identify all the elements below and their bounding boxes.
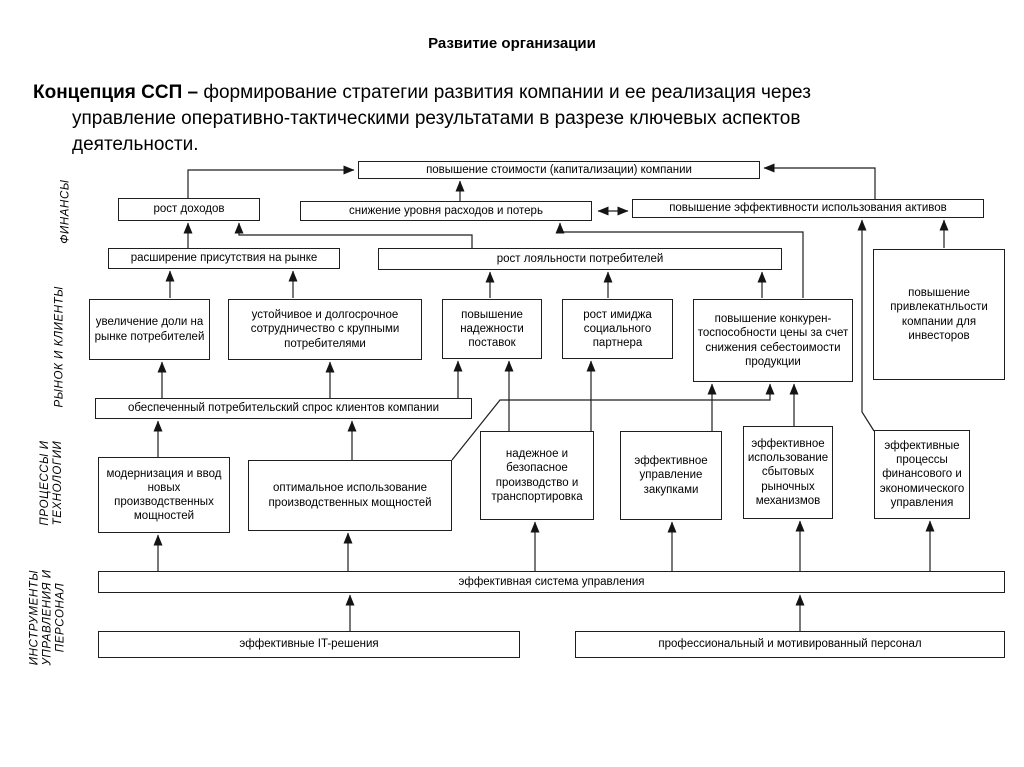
box-personnel: профессиональный и мотивированный персон… [575, 631, 1005, 658]
box-procurement-management: эффективное управление закупками [620, 431, 722, 520]
section-label-processes-technologies: ПРОЦЕССЫ И ТЕХНОЛОГИИ [39, 438, 65, 528]
concept-term: Концепция ССП – [33, 82, 204, 103]
box-cost-reduction: снижение уровня расходов и потерь [300, 201, 592, 221]
box-supply-reliability: повышение надежности поставок [442, 299, 542, 359]
box-optimal-capacity-use: оптимальное использование производственн… [248, 460, 452, 531]
section-label-line: ПЕРСОНАЛ [54, 582, 67, 653]
section-label-line: ПРОЦЕССЫ И [39, 440, 51, 526]
concept-definition: Концепция ССП – формирование стратегии р… [33, 80, 1008, 158]
box-modernization: модернизация и ввод новых производственн… [98, 457, 230, 533]
section-label-finance: ФИНАНСЫ [59, 179, 72, 244]
section-label-line: ТЕХНОЛОГИИ [52, 440, 64, 526]
box-consumer-demand: обеспеченный потребительский спрос клиен… [95, 398, 472, 419]
box-asset-efficiency: повышение эффективности использования ак… [632, 199, 984, 218]
box-investor-attractiveness: повышение привлекатнльости компании для … [873, 249, 1005, 380]
definition-line-3: деятельности. [72, 134, 199, 155]
box-sales-mechanisms: эффективное использование сбытовых рыноч… [743, 426, 833, 519]
section-label-tools-personnel: ИНСТРУМЕНТЫ УПРАВЛЕНИЯ И ПЕРСОНАЛ [29, 563, 68, 673]
box-it-solutions: эффективные IT-решения [98, 631, 520, 658]
definition-line-1-text: формирование стратегии развития компании… [203, 82, 811, 103]
box-price-competitiveness: повышение конкурен- тоспособности цены з… [693, 299, 853, 382]
box-management-system: эффективная система управления [98, 571, 1005, 593]
box-income-growth: рост доходов [118, 198, 260, 221]
definition-line-2: управление оперативно-тактическими резул… [72, 108, 801, 129]
section-label-line: УПРАВЛЕНИЯ И [41, 569, 54, 666]
box-financial-processes: эффективные процессы финансового и эконо… [874, 430, 970, 519]
box-market-share: увеличение доли на рынке потребителей [89, 299, 210, 360]
definition-line-1: Концепция ССП – формирование стратегии р… [33, 80, 1008, 106]
box-market-expansion: расширение присутствия на рынке [108, 248, 340, 269]
page-title: Развитие организации [428, 35, 596, 52]
box-reliable-production: надежное и безопасное производство и тра… [480, 431, 594, 520]
box-consumer-loyalty: рост лояльности потребителей [378, 248, 782, 270]
section-label-market-clients: РЫНОК И КЛИЕНТЫ [53, 285, 66, 408]
box-long-term-cooperation: устойчивое и долгосрочное сотрудничество… [228, 299, 422, 360]
box-capitalization: повышение стоимости (капитализации) комп… [358, 161, 760, 179]
box-social-partner-image: рост имиджа социального партнера [562, 299, 673, 359]
section-label-line: ИНСТРУМЕНТЫ [28, 569, 41, 666]
